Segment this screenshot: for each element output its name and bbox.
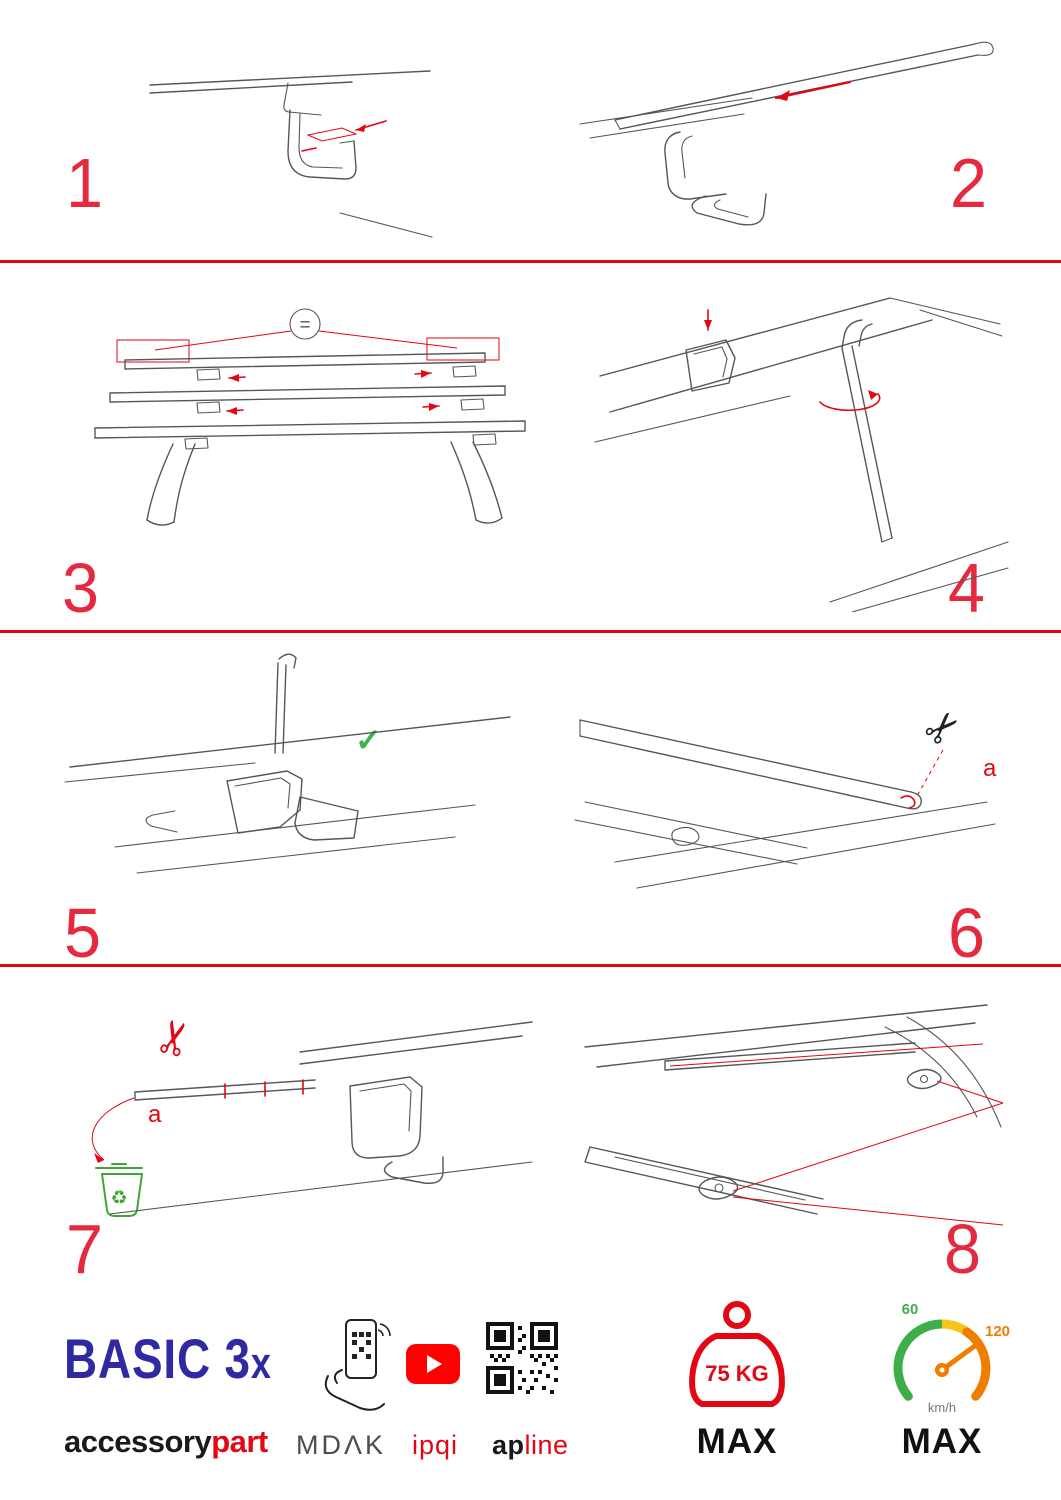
brand-logo-main: BASIC 3 bbox=[64, 1327, 251, 1390]
qr-code-icon bbox=[486, 1322, 558, 1394]
step-number-2: 2 bbox=[950, 144, 987, 222]
recycle-icon: ♻ bbox=[110, 1188, 127, 1209]
partner-apline-logo: apline bbox=[492, 1430, 569, 1461]
equal-spacing-symbol: = bbox=[299, 315, 310, 336]
step-number-3: 3 bbox=[62, 549, 99, 627]
brand-logo: BASIC 3x bbox=[64, 1326, 272, 1391]
cut-piece-label-a: a bbox=[148, 1101, 162, 1128]
speed-60-label: 60 bbox=[902, 1301, 919, 1318]
brand-wordmark-part: part bbox=[211, 1424, 268, 1459]
cut-piece-label-a: a bbox=[983, 755, 997, 782]
brand-wordmark-accessory: accessory bbox=[64, 1424, 212, 1459]
row-divider-1 bbox=[0, 260, 1061, 263]
scissors-icon: ✂ bbox=[144, 1013, 204, 1064]
brand-wordmark: accessorypart bbox=[64, 1424, 268, 1460]
step-number-8: 8 bbox=[944, 1210, 981, 1288]
step6-illustration: ✂ a bbox=[574, 699, 997, 889]
partner-mdak-logo: MDΛK bbox=[296, 1430, 387, 1460]
speed-unit-label: km/h bbox=[928, 1400, 956, 1415]
brand-logo-x: x bbox=[250, 1339, 272, 1388]
step-number-7: 7 bbox=[66, 1210, 103, 1288]
phone-qr-hand-icon bbox=[324, 1319, 391, 1411]
step7-illustration: ✂ a ♻ bbox=[91, 1013, 533, 1217]
max-load-value: 75 KG bbox=[705, 1361, 769, 1386]
step4-illustration bbox=[594, 297, 1009, 612]
step1-illustration bbox=[149, 70, 433, 238]
checkmark-icon: ✓ bbox=[355, 722, 382, 758]
partner-apline-line: line bbox=[524, 1430, 569, 1460]
youtube-icon bbox=[406, 1344, 460, 1384]
max-speed-label: MAX bbox=[901, 1422, 983, 1461]
step3-illustration: = bbox=[94, 308, 526, 526]
max-load-label: MAX bbox=[696, 1422, 778, 1461]
step5-illustration: ✓ bbox=[64, 653, 511, 874]
speedometer-icon: 60 120 km/h bbox=[893, 1301, 1010, 1415]
step-number-1: 1 bbox=[66, 144, 103, 222]
step-number-4: 4 bbox=[948, 549, 985, 627]
step8-illustration bbox=[584, 1004, 1004, 1226]
row-divider-2 bbox=[0, 630, 1061, 633]
step-number-6: 6 bbox=[948, 894, 985, 972]
step-number-5: 5 bbox=[64, 894, 101, 972]
max-load-weight-icon: 75 KG bbox=[689, 1301, 785, 1407]
step2-illustration bbox=[579, 41, 994, 226]
scissors-icon: ✂ bbox=[914, 699, 972, 757]
partner-ipqi-logo: ipqi bbox=[412, 1430, 459, 1460]
speed-120-label: 120 bbox=[985, 1323, 1010, 1340]
row-divider-3 bbox=[0, 964, 1061, 967]
partner-apline-ap: ap bbox=[492, 1430, 525, 1460]
